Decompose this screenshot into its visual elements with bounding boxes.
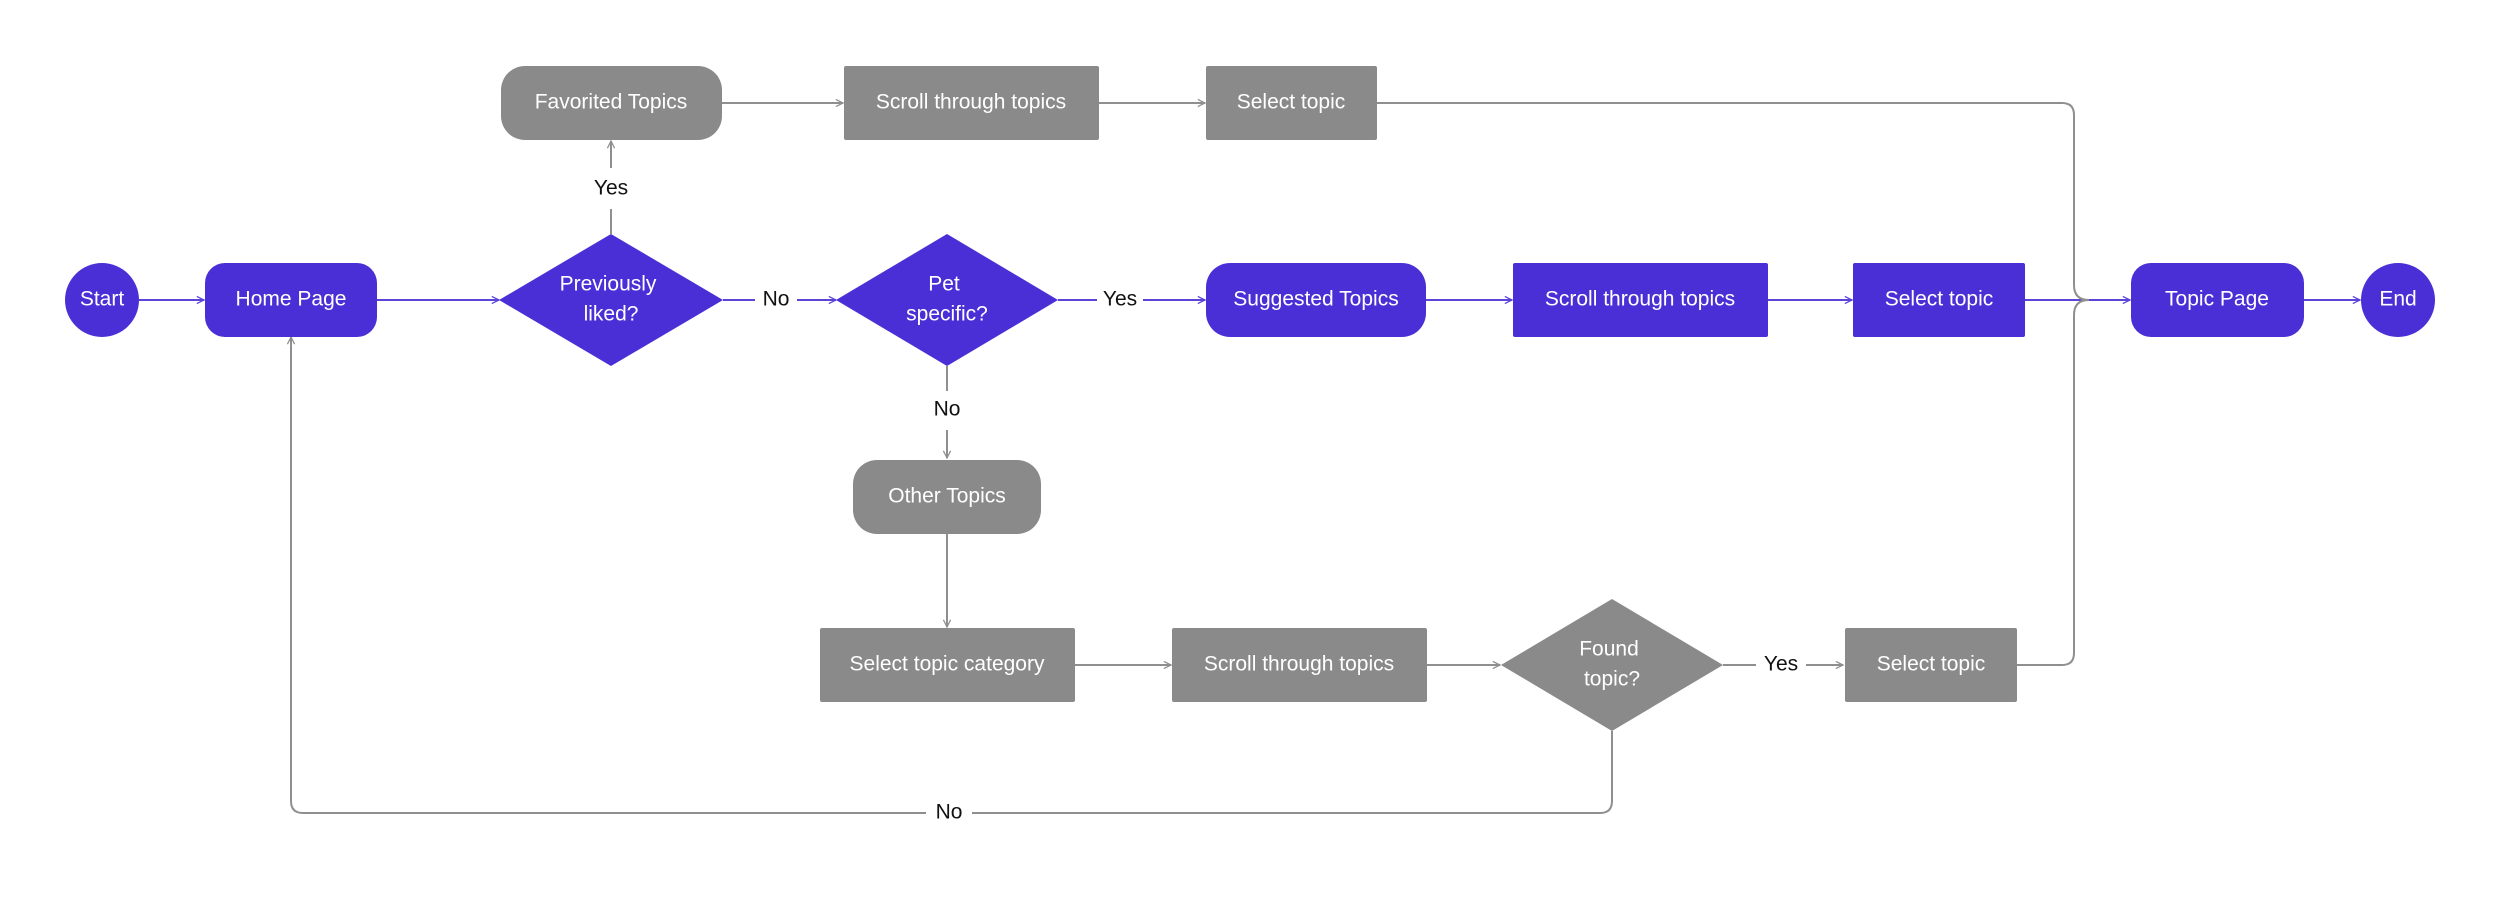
node-previously-liked-shape xyxy=(499,234,723,366)
node-select-top: Select topic xyxy=(1206,66,1377,140)
node-found-topic: Found topic? xyxy=(1501,599,1723,731)
node-found-topic-shape xyxy=(1501,599,1723,731)
edge-select-bottom-to-topic-page xyxy=(2017,299,2090,666)
node-topic-page: Topic Page xyxy=(2131,263,2304,337)
node-select-bottom: Select topic xyxy=(1845,628,2017,702)
edge-found-no-a xyxy=(972,731,1613,814)
node-favorited-topics-label: Favorited Topics xyxy=(535,91,688,114)
node-found-topic-label-line1: Found xyxy=(1579,638,1639,661)
edge-found-no-b xyxy=(291,337,926,814)
node-pet-specific: Pet specific? xyxy=(836,234,1058,366)
node-select-top-shape xyxy=(1206,66,1377,140)
node-select-top-label: Select topic xyxy=(1237,91,1346,114)
node-previously-liked-label-line2: liked? xyxy=(584,303,639,326)
node-pet-specific-label-line1: Pet xyxy=(928,273,960,296)
node-favorited-topics: Favorited Topics xyxy=(501,66,722,140)
node-pet-specific-label-line2: specific? xyxy=(906,303,988,326)
node-select-middle-shape xyxy=(1853,263,2025,337)
node-topic-page-label: Topic Page xyxy=(2165,288,2269,311)
node-scroll-bottom-label: Scroll through topics xyxy=(1204,653,1394,676)
node-previously-liked: Previously liked? xyxy=(499,234,723,366)
node-start: Start xyxy=(65,263,139,337)
node-home-page-shape xyxy=(205,263,377,337)
edge-label-pet-no: No xyxy=(934,398,961,421)
node-home-page-label: Home Page xyxy=(236,288,347,311)
node-scroll-top-label: Scroll through topics xyxy=(876,91,1066,114)
node-other-topics-label: Other Topics xyxy=(888,485,1006,508)
node-home-page: Home Page xyxy=(205,263,377,337)
node-scroll-middle-label: Scroll through topics xyxy=(1545,288,1735,311)
node-previously-liked-label-line1: Previously xyxy=(560,273,657,296)
node-select-category: Select topic category xyxy=(820,628,1075,702)
node-start-shape xyxy=(65,263,139,337)
edge-label-pet-yes: Yes xyxy=(1103,288,1137,311)
node-select-bottom-label: Select topic xyxy=(1877,653,1986,676)
node-suggested-topics-shape xyxy=(1206,263,1426,337)
node-select-middle-label: Select topic xyxy=(1885,288,1994,311)
node-end-shape xyxy=(2361,263,2435,337)
node-found-topic-label-line2: topic? xyxy=(1584,668,1640,691)
node-select-category-label: Select topic category xyxy=(850,653,1045,676)
node-select-category-shape xyxy=(820,628,1075,702)
edge-label-found-no: No xyxy=(936,801,963,824)
node-other-topics-shape xyxy=(853,460,1041,534)
node-scroll-middle: Scroll through topics xyxy=(1513,263,1768,337)
edge-label-found-yes: Yes xyxy=(1764,653,1798,676)
node-end: End xyxy=(2361,263,2435,337)
node-pet-specific-shape xyxy=(836,234,1058,366)
node-scroll-bottom-shape xyxy=(1172,628,1427,702)
nodes: Start Home Page Previously liked? Favori… xyxy=(65,66,2435,731)
node-scroll-bottom: Scroll through topics xyxy=(1172,628,1427,702)
node-favorited-topics-shape xyxy=(501,66,722,140)
node-topic-page-shape xyxy=(2131,263,2304,337)
node-suggested-topics: Suggested Topics xyxy=(1206,263,1426,337)
node-end-label: End xyxy=(2379,288,2416,311)
node-other-topics: Other Topics xyxy=(853,460,1041,534)
edge-label-liked-no: No xyxy=(763,288,790,311)
node-select-bottom-shape xyxy=(1845,628,2017,702)
node-start-label: Start xyxy=(80,288,125,311)
node-scroll-middle-shape xyxy=(1513,263,1768,337)
edge-labels: Yes No Yes No Yes No xyxy=(594,177,1798,824)
connectors xyxy=(139,102,2360,814)
node-scroll-top-shape xyxy=(844,66,1099,140)
node-scroll-top: Scroll through topics xyxy=(844,66,1099,140)
edge-label-liked-yes: Yes xyxy=(594,177,628,200)
node-suggested-topics-label: Suggested Topics xyxy=(1233,288,1398,311)
node-select-middle: Select topic xyxy=(1853,263,2025,337)
edge-select-top-to-topic-page xyxy=(1377,102,2090,301)
